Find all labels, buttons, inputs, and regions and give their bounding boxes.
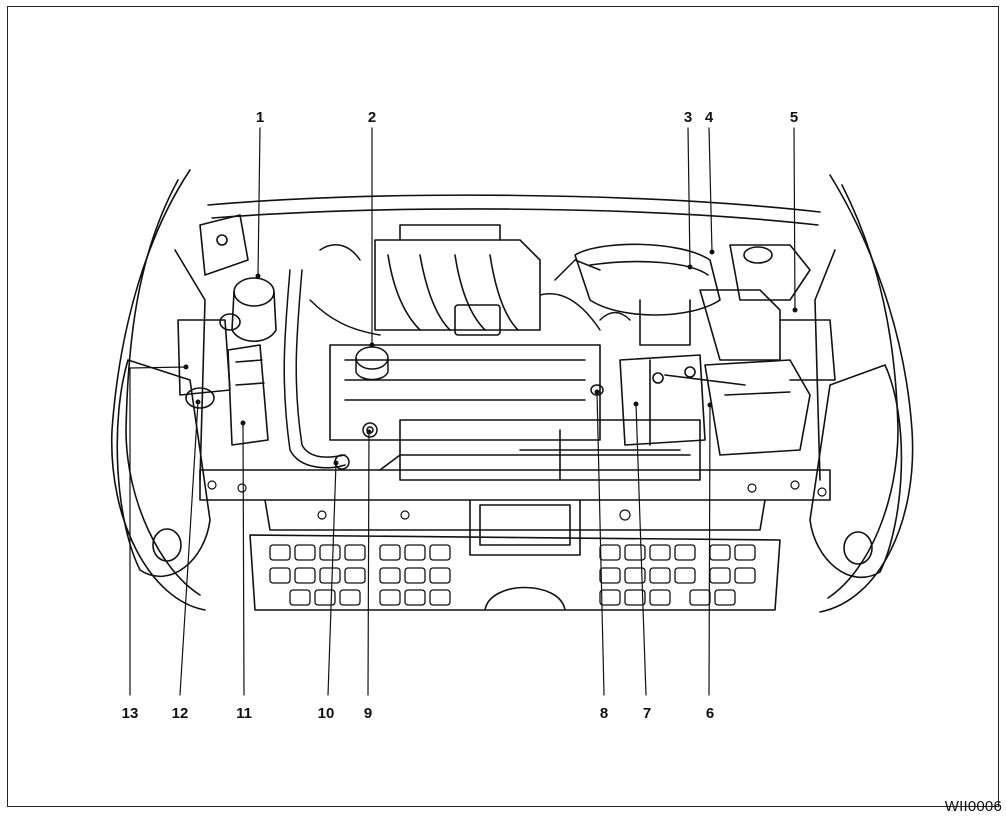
figure-frame [7,6,999,807]
hoses [283,244,631,470]
callout-5: 5 [790,109,798,126]
left-components [177,214,277,446]
callout-10: 10 [318,705,335,722]
callout-1: 1 [256,109,264,126]
relay-box [704,359,811,456]
callout-6: 6 [706,705,714,722]
callout-4: 4 [705,109,714,126]
headlamps [116,359,903,578]
leader-dots [183,249,798,466]
engine-block [329,344,701,481]
callout-11: 11 [236,705,252,722]
callout-2: 2 [368,109,376,126]
callout-labels: 1 2 3 4 5 6 7 8 9 10 11 12 13 [122,109,799,722]
callout-12: 12 [172,705,189,722]
figure-code: WII0006 [944,798,1002,815]
callout-13: 13 [122,705,139,722]
callout-9: 9 [364,705,372,722]
front-grille [199,469,831,611]
air-cleaner [574,243,836,381]
callout-8: 8 [600,705,608,722]
body-outline [110,169,914,613]
callout-7: 7 [643,705,651,722]
callout-3: 3 [684,109,692,126]
intake-manifold [374,224,541,336]
leader-lines [129,127,796,696]
battery [619,354,746,446]
